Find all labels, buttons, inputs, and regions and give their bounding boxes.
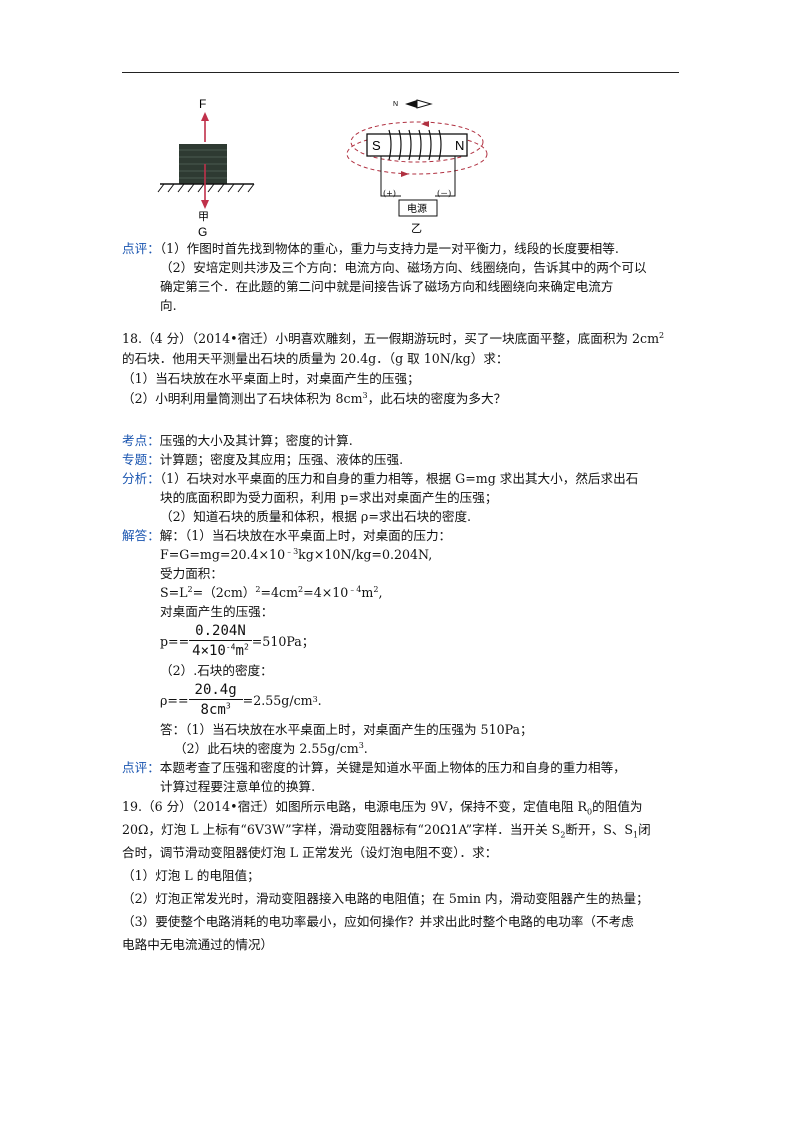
density-fraction: 20.4g 8cm3 (188, 681, 243, 720)
dianping-line-2: 计算过程要注意单位的换算. (160, 779, 316, 794)
review-line-3: 确定第三个．在此题的第二问中就是间接告诉了磁场方向和线圈绕向来确定电流方 (160, 279, 614, 294)
jieda-line-1: 解：（1）当石块放在水平桌面上时，对桌面的压力： (159, 528, 452, 543)
fenxi-line-1: （1）石块对水平桌面的压力和自身的重力相等，根据 G=mg 求出其大小，然后求出… (159, 471, 639, 486)
question-19: 19.（6 分）（2014•宿迁）如图所示电路，电源电压为 9V，保持不变，定值… (122, 795, 682, 956)
q18-line-1: 18.（4 分）（2014•宿迁）小明喜欢雕刻，五一假期游玩时，买了一块底面平整… (122, 331, 660, 346)
kaodian-text: 压强的大小及其计算；密度的计算. (159, 433, 353, 448)
q19-sub-2: 2 (560, 830, 566, 840)
pressure-eq: p== 0.204N 4×10-4m2 =510Pa； (160, 622, 315, 661)
area-eq: S=L2=（2cm）2=4cm2=4×10﹣4m2, (160, 584, 383, 600)
area-label: 受力面积： (160, 566, 223, 581)
q19-line-3: 合时，调节滑动变阻器使灯泡 L 正常发光（设灯泡电阻不变）．求： (122, 845, 498, 860)
q19-line-2: 20Ω，灯泡 L 上标有“6V3W”字样，滑动变阻器标有“20Ω1A”字样．当开… (122, 822, 561, 837)
force-label-g: G (198, 225, 207, 239)
review-line-1: （1）作图时首先找到物体的重心，重力与支持力是一对平衡力，线段的长度要相等. (159, 241, 619, 256)
q18-line-4b: ，此石块的密度为多大？ (367, 391, 507, 406)
q19-line-7: 电路中无电流通过的情况） (122, 937, 274, 952)
force-eq-end: kg×10N/kg=0.204N, (298, 547, 433, 562)
answer-line-2: （2）此石块的密度为 2.55g/cm (174, 741, 359, 756)
compass-label: N (393, 101, 398, 108)
answer-line-1: 答：（1）当石块放在水平桌面上时，对桌面产生的压强为 510Pa； (160, 722, 533, 737)
figure-a-caption: 甲 (198, 210, 209, 223)
q19-line-5: （2）灯泡正常发光时，滑动变阻器接入电路的电阻值；在 5min 内，滑动变阻器产… (122, 891, 649, 906)
plus-terminal-label: (+) (383, 189, 396, 198)
q18-line-2: 的石块．他用天平测量出石块的质量为 20.4g．（g 取 10N/kg）求： (122, 351, 509, 366)
pressure-fraction: 0.204N 4×10-4m2 (189, 622, 252, 661)
zhuanti-tag: 专题： (122, 452, 160, 467)
q19-line-2-mid: 断开，S、S (565, 822, 634, 837)
figure-solenoid-diagram: N S N (+) (－) 电源 乙 (346, 99, 488, 235)
fenxi-line-2: 块的底面积即为受力面积，利用 p=求出对桌面产生的压强； (160, 490, 498, 505)
answer-end: . (363, 741, 368, 756)
figure-force-diagram: F 甲 G (157, 97, 255, 239)
review-17: 点评：（1）作图时首先找到物体的重心，重力与支持力是一对平衡力，线段的长度要相等… (122, 239, 682, 315)
kaodian-tag: 考点： (122, 433, 160, 448)
jieda-tag: 解答： (122, 528, 160, 543)
figure-b-caption: 乙 (411, 222, 422, 235)
review-line-4: 向. (160, 298, 177, 313)
pole-n-label: N (455, 138, 464, 153)
q18-line-4a: （2）小明利用量筒测出了石块体积为 8cm (122, 391, 363, 406)
question-18: 18.（4 分）（2014•宿迁）小明喜欢雕刻，五一假期游玩时，买了一块底面平整… (122, 329, 682, 409)
header-rule (122, 72, 679, 73)
dianping-tag: 点评： (122, 760, 160, 775)
minus-terminal-label: (－) (437, 189, 451, 198)
q19-line-1: 19.（6 分）（2014•宿迁）如图所示电路，电源电压为 9V，保持不变，定值… (122, 799, 588, 814)
q18-sup-2: 3 (362, 390, 368, 400)
dianping-line-1: 本题考查了压强和密度的计算，关键是知道水平面上物体的压力和自身的重力相等， (159, 760, 626, 775)
zhuanti-text: 计算题；密度及其应用；压强、液体的压强. (159, 452, 404, 467)
q19-line-6: （3）要使整个电路消耗的电功率最小，应如何操作？并求出此时整个电路的电功率（不考… (122, 914, 634, 929)
q18-line-3: （1）当石块放在水平桌面上时，对桌面产生的压强； (122, 371, 420, 386)
power-source-box (398, 199, 438, 217)
review-line-2: （2）安培定则共涉及三个方向：电流方向、磁场方向、线圈绕向，告诉其中的两个可以 (160, 260, 647, 275)
force-eq-sup: ﹣3 (285, 546, 299, 556)
force-label-f: F (199, 97, 206, 111)
q19-line-1-end: 的阻值为 (592, 799, 643, 814)
q19-sub: 0 (587, 807, 593, 817)
density-label: （2）.石块的密度： (160, 663, 273, 678)
pole-s-label: S (372, 138, 381, 153)
q19-sub-3: 1 (633, 830, 639, 840)
solenoid-core (366, 133, 468, 157)
q18-sup: 2 (659, 330, 665, 340)
power-source-label: 电源 (407, 202, 427, 215)
review-tag: 点评： (122, 241, 160, 256)
fenxi-tag: 分析： (122, 471, 160, 486)
force-eq: F=G=mg=20.4×10 (160, 547, 286, 562)
q19-line-4: （1）灯泡 L 的电阻值； (122, 868, 260, 883)
answer-sup: 3 (358, 740, 364, 750)
pressure-label: 对桌面产生的压强： (160, 604, 274, 619)
q19-line-2-end: 闭 (638, 822, 651, 837)
fenxi-line-3: （2）知道石块的质量和体积，根据 ρ=求出石块的密度. (160, 509, 472, 524)
answer-18: 考点：压强的大小及其计算；密度的计算. 专题：计算题；密度及其应用；压强、液体的… (122, 431, 682, 796)
